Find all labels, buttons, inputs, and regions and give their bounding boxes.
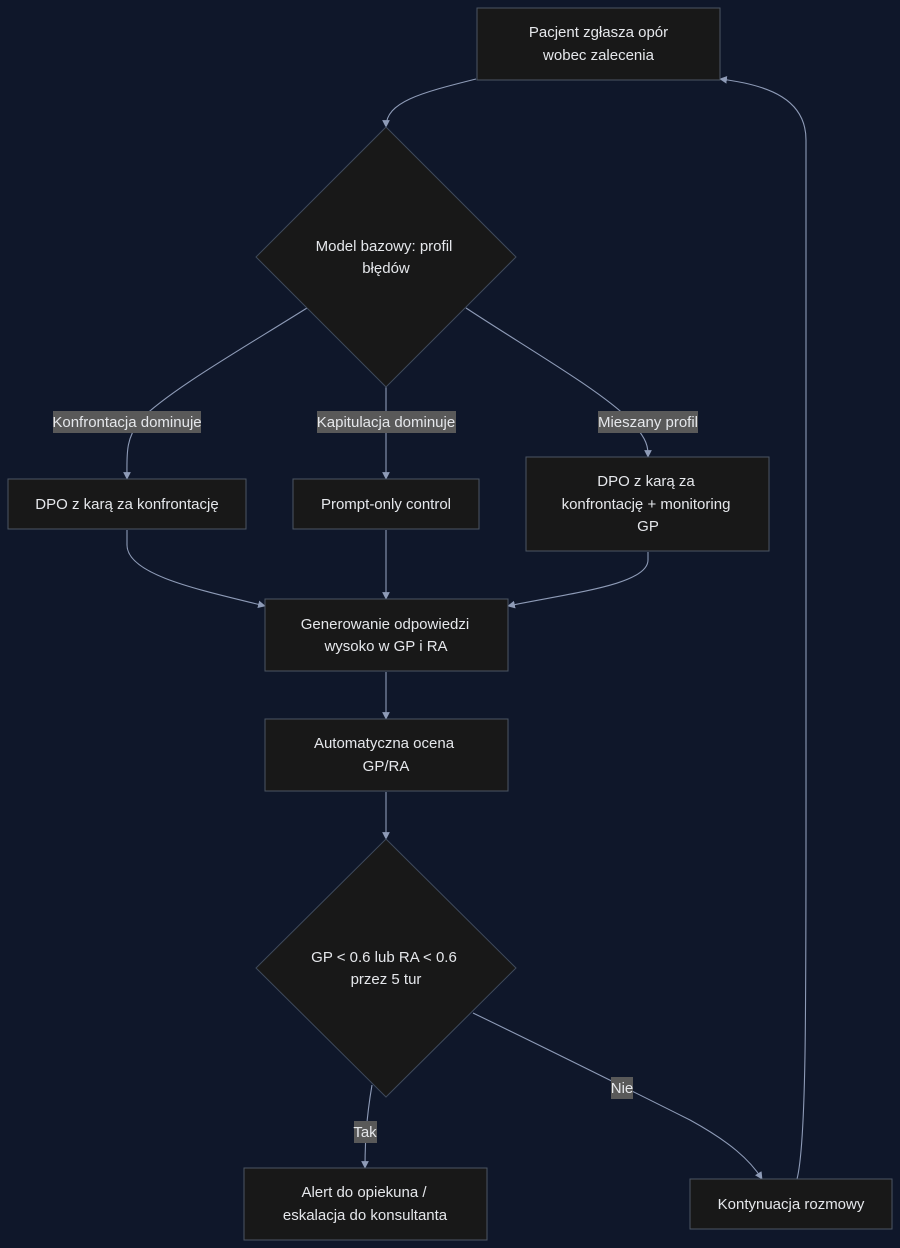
node-dpo-confrontation-line-1: DPO z karą za konfrontację	[35, 496, 218, 513]
node-dpo-monitoring: DPO z karą za konfrontację + monitoring …	[525, 456, 770, 552]
edge-label-capitulation-text: Kapitulacja dominuje	[317, 414, 455, 431]
node-start-line-1: Pacjent zgłasza opór	[529, 24, 668, 41]
edge-continue-to-start	[719, 76, 807, 1180]
node-dpo-monitoring-line-3: GP	[637, 518, 659, 535]
node-auto-eval-line-1: Automatyczna ocena	[314, 735, 455, 752]
node-continue-line-1: Kontynuacja rozmowy	[718, 1196, 865, 1213]
node-alert-line-1: Alert do opiekuna /	[301, 1184, 427, 1201]
node-alert-line-2: eskalacja do konsultanta	[283, 1207, 448, 1224]
node-prompt-only: Prompt-only control	[292, 478, 480, 530]
node-threshold-line-2: przez 5 tur	[351, 971, 422, 988]
edge-label-yes: Tak	[353, 1121, 377, 1143]
edge-threshold-to-continue	[472, 1012, 763, 1180]
edge-label-confrontation-text: Konfrontacja dominuje	[52, 414, 201, 431]
edge-label-no: Nie	[611, 1077, 634, 1099]
node-dpo-monitoring-line-1: DPO z karą za	[597, 473, 695, 490]
edge-label-confrontation: Konfrontacja dominuje	[52, 411, 202, 433]
node-alert: Alert do opiekuna / eskalacja do konsult…	[243, 1167, 488, 1241]
edge-label-mixed-text: Mieszany profil	[598, 414, 698, 431]
node-dpo-monitoring-line-2: konfrontację + monitoring	[562, 496, 731, 513]
edge-label-mixed: Mieszany profil	[598, 411, 698, 433]
edge-label-no-text: Nie	[611, 1080, 634, 1097]
node-threshold-line-1: GP < 0.6 lub RA < 0.6	[311, 949, 457, 966]
edge-baseline-to-dpo-confrontation	[123, 307, 308, 480]
node-dpo-confrontation: DPO z karą za konfrontację	[7, 478, 247, 530]
node-start: Pacjent zgłasza opór wobec zalecenia	[476, 7, 721, 81]
edge-label-capitulation: Kapitulacja dominuje	[317, 411, 456, 433]
node-baseline-line-2: błędów	[362, 260, 410, 277]
node-baseline-model: Model bazowy: profil błędów	[255, 126, 517, 388]
node-start-line-2: wobec zalecenia	[542, 47, 655, 64]
node-generate-line-1: Generowanie odpowiedzi	[301, 616, 469, 633]
edge-baseline-to-dpo-monitoring	[465, 307, 652, 458]
edge-label-yes-text: Tak	[353, 1124, 377, 1141]
node-threshold: GP < 0.6 lub RA < 0.6 przez 5 tur	[255, 838, 517, 1098]
node-auto-eval: Automatyczna ocena GP/RA	[264, 718, 509, 792]
node-prompt-only-line-1: Prompt-only control	[321, 496, 451, 513]
node-continue: Kontynuacja rozmowy	[689, 1178, 893, 1230]
edge-dpo-monitoring-to-generate	[507, 552, 649, 609]
edges	[123, 76, 807, 1180]
edge-start-to-baseline	[382, 78, 477, 128]
node-generate: Generowanie odpowiedzi wysoko w GP i RA	[264, 598, 509, 672]
node-auto-eval-line-2: GP/RA	[363, 758, 410, 775]
node-generate-line-2: wysoko w GP i RA	[323, 638, 447, 655]
edge-dpo-confrontation-to-generate	[126, 530, 266, 609]
node-baseline-line-1: Model bazowy: profil	[316, 238, 453, 255]
